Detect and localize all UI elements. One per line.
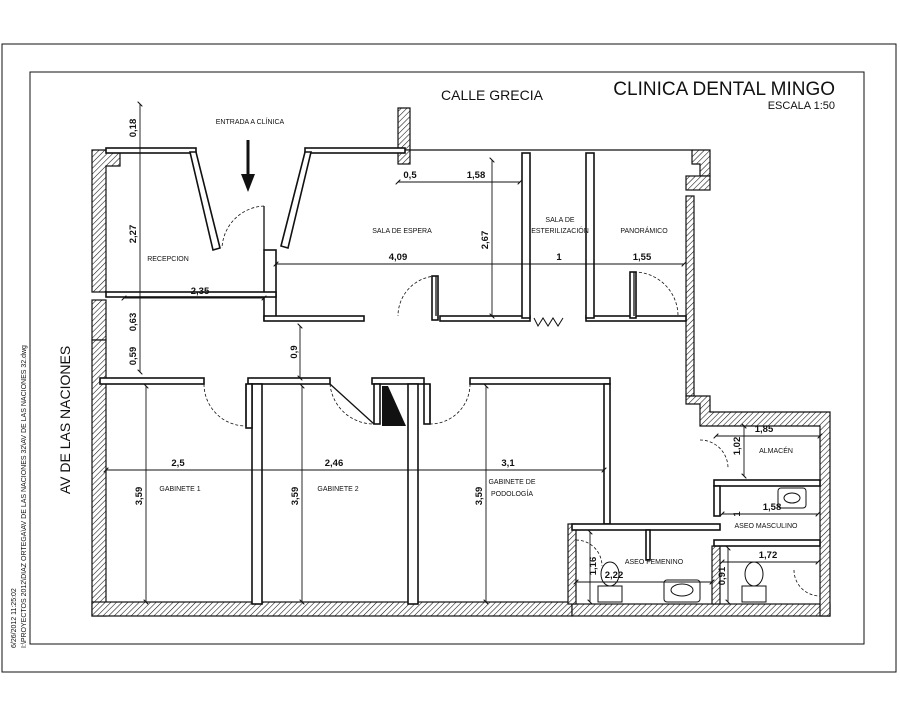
drawing-scale: ESCALA 1:50 (768, 100, 835, 112)
room-esterilizacion-2: ESTERILIZACIÓN (531, 226, 589, 235)
dim-1-aseo: 1 (732, 511, 743, 517)
dim-2-5: 2,5 (171, 458, 185, 469)
doors (203, 205, 821, 597)
structural-wedge (382, 386, 406, 426)
drawing-frame (29, 71, 865, 645)
dim-3-59-g2: 3,59 (290, 487, 301, 506)
dimension-lines (106, 104, 820, 602)
dim-0-59: 0,59 (128, 347, 139, 366)
file-date: 6/26/2012 11:25:02 (11, 588, 18, 648)
dim-0-9: 0,9 (289, 345, 300, 358)
room-gabinete-1: GABINETE 1 (159, 486, 200, 493)
dim-2-22: 2,22 (605, 570, 624, 581)
dim-2-35: 2,35 (191, 286, 210, 297)
drawing-title: CLINICA DENTAL MINGO (613, 79, 835, 100)
dim-0-63: 0,63 (128, 313, 139, 332)
dim-4-09: 4,09 (389, 252, 408, 263)
dim-2-67: 2,67 (480, 231, 491, 250)
room-podologia-1: GABINETE DE (488, 479, 535, 486)
dim-1-16: 1,16 (588, 557, 599, 576)
dim-2-46: 2,46 (325, 458, 344, 469)
room-gabinete-2: GABINETE 2 (317, 486, 358, 493)
room-aseo-masculino: ASEO MASCULINO (734, 523, 798, 530)
dim-1-55: 1,55 (633, 252, 652, 263)
street-top: CALLE GRECIA (441, 87, 544, 103)
dim-1: 1 (556, 252, 562, 263)
dim-0-18: 0,18 (128, 119, 139, 138)
entrance-label: ENTRADA A CLÍNICA (216, 117, 285, 126)
room-recepcion: RECEPCION (147, 256, 189, 263)
dim-1-58-top: 1,58 (467, 170, 486, 181)
walls (91, 107, 831, 617)
dim-0-5: 0,5 (403, 170, 417, 181)
room-almacen: ALMACÉN (759, 446, 793, 455)
interior-walls (99, 147, 821, 605)
dim-1-72: 1,72 (759, 550, 778, 561)
room-aseo-femenino: ASEO FEMENINO (625, 559, 684, 566)
dim-2-27: 2,27 (128, 225, 139, 244)
room-sala-espera: SALA DE ESPERA (372, 228, 432, 235)
dim-0-91: 0,91 (717, 566, 728, 585)
room-esterilizacion-1: SALA DE (545, 217, 575, 224)
room-panoramico: PANORÁMICO (620, 226, 668, 235)
dim-1-58-aseo: 1,58 (763, 502, 782, 513)
file-path: I:\PROYECTOS 2012\DIAZ ORTEGA\AV DE LAS … (21, 345, 28, 648)
sheet-border (1, 43, 897, 673)
fixtures (597, 487, 807, 603)
street-left: AV DE LAS NACIONES (57, 346, 73, 494)
dim-1-02: 1,02 (732, 437, 743, 456)
dim-1-85: 1,85 (755, 424, 774, 435)
room-podologia-2: PODOLOGÍA (491, 489, 533, 498)
dim-3-59-pod: 3,59 (474, 487, 485, 506)
dim-3-59-g1: 3,59 (134, 487, 145, 506)
entrance-arrow-icon (241, 140, 255, 192)
dim-3-1: 3,1 (501, 458, 515, 469)
